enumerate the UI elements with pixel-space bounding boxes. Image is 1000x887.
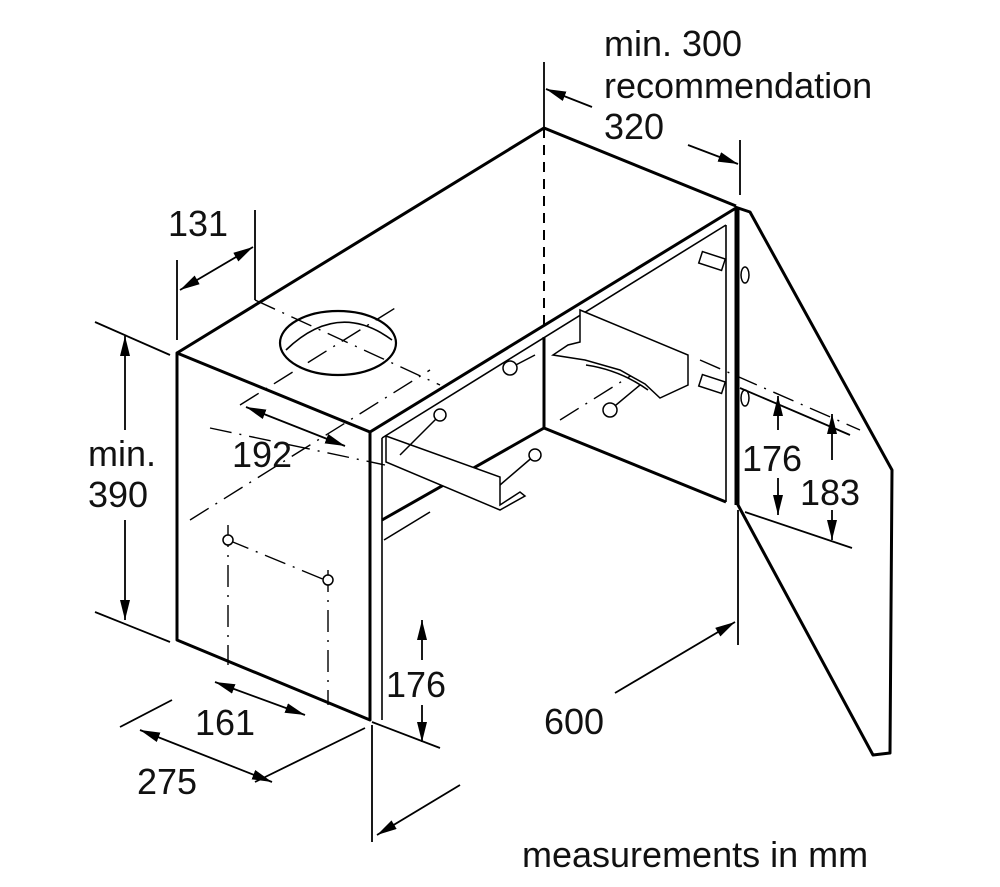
bracket-right — [550, 308, 689, 399]
label-recommendation: recommendation — [604, 65, 872, 106]
label-161: 161 — [195, 702, 255, 743]
screw-mark-b — [322, 574, 334, 586]
hole-centerline-1 — [254, 299, 441, 386]
label-275: 275 — [137, 761, 197, 802]
dimension-labels: min. 300 recommendation 320 131 192 min.… — [88, 23, 872, 875]
mounting-brackets — [385, 250, 750, 511]
door-hinge-bottom — [697, 373, 727, 395]
label-320: 320 — [604, 106, 664, 147]
cabinet-left-front-face — [175, 351, 372, 722]
screw-mark-a — [222, 534, 234, 546]
cabinet-top-edges — [176, 126, 737, 355]
cabinet-floor-lower-edge — [383, 511, 431, 541]
centerline-192 — [209, 427, 386, 466]
bracket-left — [385, 434, 527, 511]
label-183: 183 — [800, 472, 860, 513]
label-600: 600 — [544, 701, 604, 742]
centerline-back — [559, 369, 641, 421]
bracket-right-curve — [585, 364, 649, 391]
hinge-pin-top — [740, 266, 750, 284]
screw-icon — [399, 354, 641, 486]
cabinet-top-front-edge — [369, 206, 737, 434]
label-176-bottom: 176 — [386, 664, 446, 705]
dimension-lines — [94, 62, 853, 842]
cabinet-back-floor-edge — [543, 426, 727, 504]
label-192: 192 — [232, 434, 292, 475]
centerline-screws-front — [227, 539, 331, 583]
duct-hole — [278, 309, 398, 377]
duct-hole-inner — [285, 321, 393, 351]
hole-centerline-2 — [239, 304, 401, 406]
cabinet — [175, 126, 861, 722]
label-min-300: min. 300 — [604, 23, 742, 64]
door-hinge-top — [697, 250, 727, 272]
centerline-right — [699, 359, 861, 431]
hinge-pin-bottom — [740, 389, 750, 407]
label-390: 390 — [88, 474, 148, 515]
label-min: min. — [88, 433, 156, 474]
cabinet-door — [736, 206, 894, 757]
cabinet-inner-top-edge — [381, 224, 727, 439]
units-note: measurements in mm — [522, 834, 868, 875]
label-176-right: 176 — [742, 438, 802, 479]
label-131: 131 — [168, 203, 228, 244]
